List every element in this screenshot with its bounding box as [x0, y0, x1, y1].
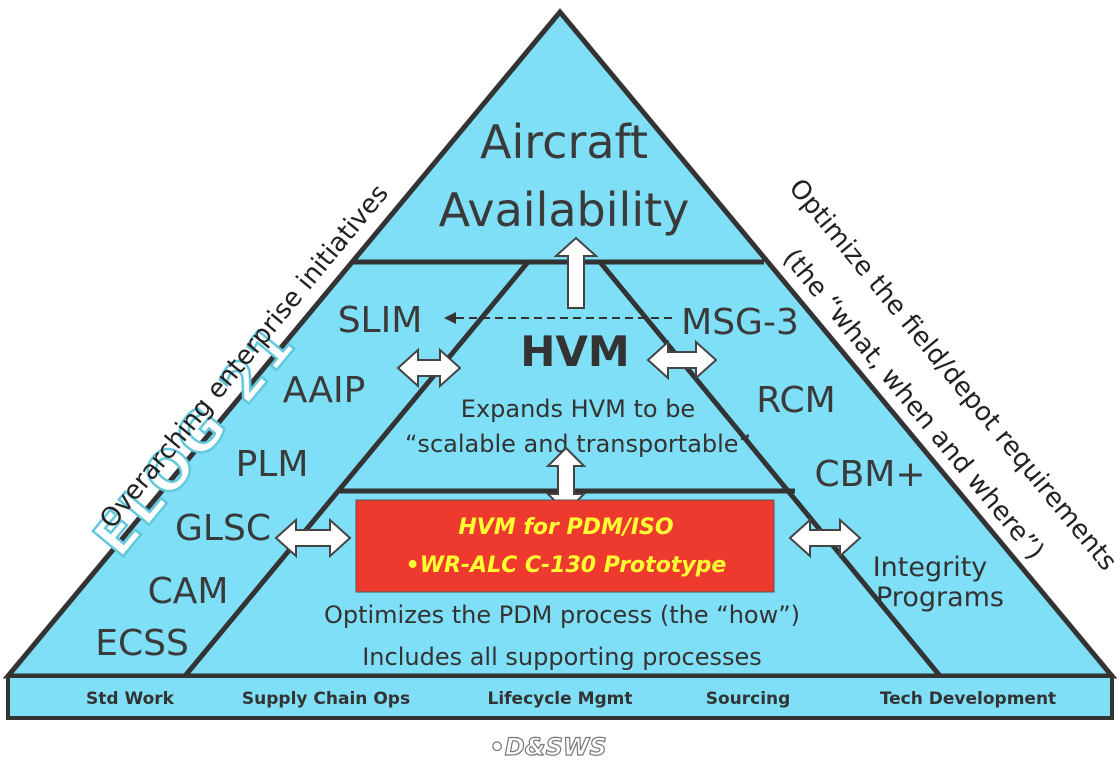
highlight-box [355, 499, 775, 593]
label-slim: SLIM [338, 300, 423, 341]
dashed-arrowhead-icon [444, 312, 456, 324]
label-cbm: CBM+ [814, 454, 925, 495]
hvm-desc-line2: “scalable and transportable” [405, 430, 751, 458]
double-arrow-box-integrity-icon [788, 517, 862, 559]
apex-line2: Availability [439, 183, 690, 237]
highlight-line1: HVM for PDM/ISO [458, 515, 673, 540]
up-arrow-icon [553, 236, 599, 309]
label-integrity-line2: Programs [876, 582, 1004, 613]
bottom-desc-line1: Optimizes the PDM process (the “how”) [324, 601, 800, 629]
label-aaip: AAIP [283, 370, 366, 411]
label-rcm: RCM [756, 380, 835, 421]
highlight-line2: •WR-ALC C-130 Prototype [406, 553, 727, 578]
apex-line1: Aircraft [480, 115, 648, 169]
base-label-sourcing: Sourcing [706, 689, 791, 709]
bottom-desc-line2: Includes all supporting processes [362, 643, 762, 671]
base-bar [6, 674, 1114, 720]
double-arrow-glsc-box-icon [274, 517, 352, 559]
base-label-lifecycle: Lifecycle Mgmt [487, 689, 632, 709]
double-arrow-hvm-msg3-icon [646, 339, 718, 381]
inner-right-edge [598, 260, 942, 678]
label-ecss: ECSS [95, 623, 189, 664]
base-label-tech-dev: Tech Development [880, 689, 1056, 709]
hvm-desc-line1: Expands HVM to be [461, 395, 695, 423]
hvm-title: HVM [520, 327, 629, 376]
double-arrow-slim-hvm-icon [396, 347, 462, 389]
footer-dsws: •D&SWS [489, 733, 606, 761]
label-glsc: GLSC [175, 508, 271, 549]
label-cam: CAM [148, 571, 229, 612]
label-integrity-line1: Integrity [873, 552, 988, 583]
label-plm: PLM [236, 444, 309, 485]
inner-left-edge [183, 260, 530, 678]
base-label-supply-chain: Supply Chain Ops [242, 689, 410, 709]
base-label-std-work: Std Work [86, 689, 175, 709]
label-msg3: MSG-3 [681, 302, 799, 343]
